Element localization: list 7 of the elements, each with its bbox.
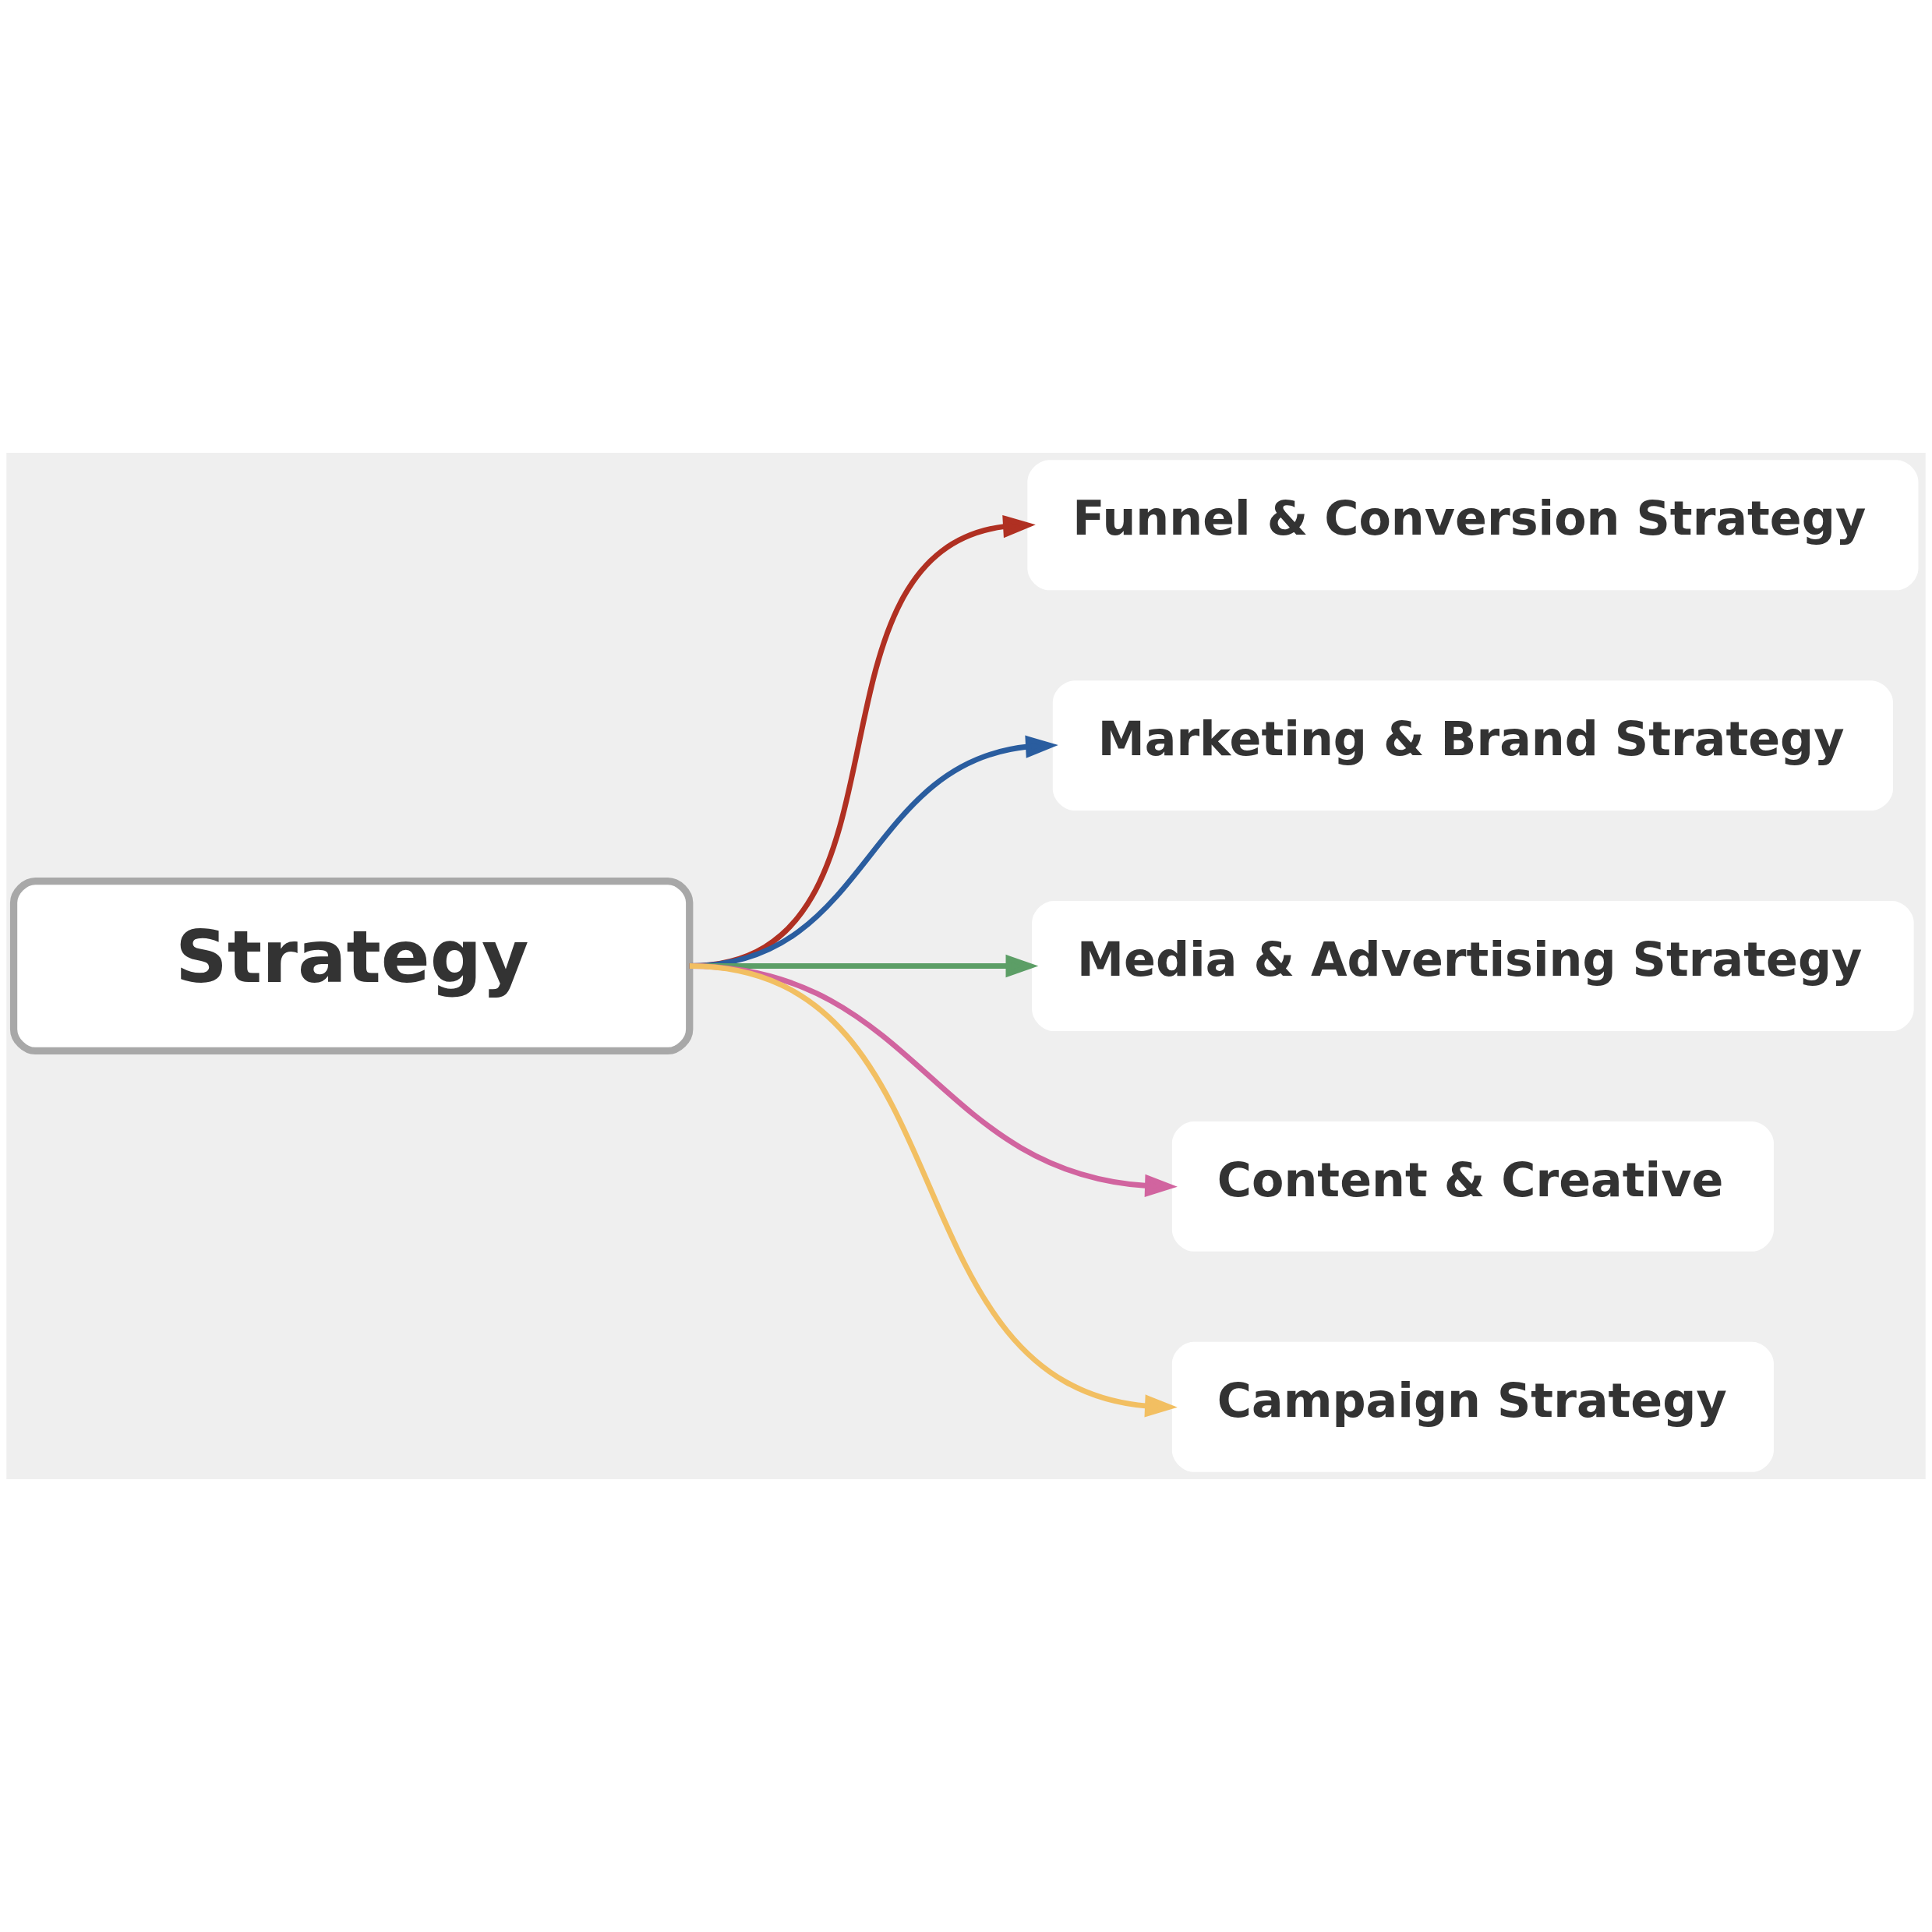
- node-box: Content & Creative: [1171, 1121, 1774, 1252]
- node-box: Marketing & Brand Strategy: [1052, 680, 1893, 811]
- node-box: Funnel & Conversion Strategy: [1027, 460, 1919, 591]
- arrow: [689, 963, 1178, 1418]
- node-box: Campaign Strategy: [1171, 1341, 1774, 1472]
- node-box: Strategy: [9, 877, 694, 1055]
- node-box: Media & Advertising Strategy: [1032, 901, 1914, 1031]
